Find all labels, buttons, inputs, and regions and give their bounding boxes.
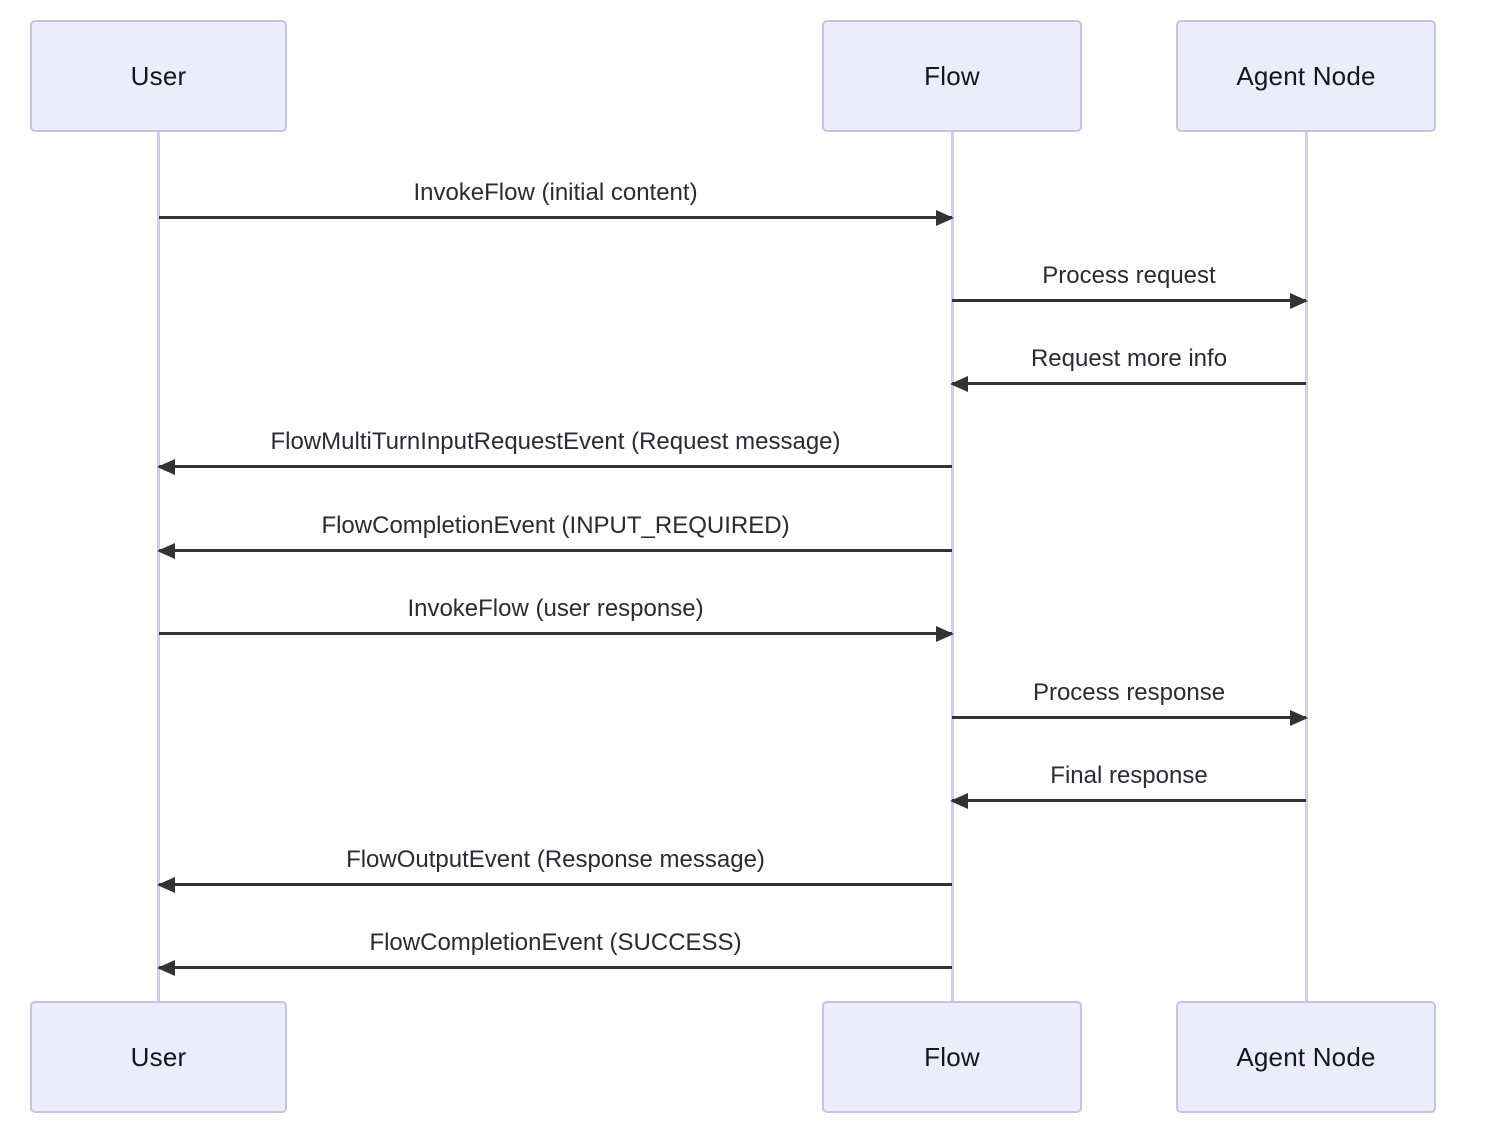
arrow-left-icon [952,799,1306,802]
actor-box-user-bottom: User [30,1001,287,1113]
message-label: FlowCompletionEvent (INPUT_REQUIRED) [321,512,790,539]
lifeline-user [157,132,160,1001]
message-label: Process request [1042,262,1216,289]
actor-box-flow-bottom: Flow [822,1001,1082,1113]
message-invokeflow-user-response: InvokeFlow (user response) [159,594,952,635]
arrow-left-icon [952,382,1306,385]
actor-label-flow: Flow [924,1041,980,1072]
message-completion-success: FlowCompletionEvent (SUCCESS) [159,928,952,969]
arrow-left-icon [159,966,952,969]
arrow-left-icon [159,465,952,468]
actor-label-agent: Agent Node [1236,1041,1376,1072]
arrow-right-icon [952,299,1306,302]
message-label: InvokeFlow (user response) [407,595,704,622]
actor-box-user-top: User [30,20,287,132]
message-label: Process response [1032,679,1226,706]
arrow-right-icon [952,716,1306,719]
arrow-right-icon [159,216,952,219]
lifeline-flow [951,132,954,1001]
message-label: Final response [1050,762,1208,789]
message-flow-output-event: FlowOutputEvent (Response message) [159,845,952,886]
actor-box-flow-top: Flow [822,20,1082,132]
arrow-left-icon [159,883,952,886]
message-process-response: Process response [952,678,1306,719]
arrow-left-icon [159,549,952,552]
actor-box-agent-bottom: Agent Node [1176,1001,1436,1113]
message-label: Request more info [1030,345,1228,372]
actor-box-agent-top: Agent Node [1176,20,1436,132]
actor-label-user: User [130,1041,187,1072]
message-final-response: Final response [952,761,1306,802]
message-label: FlowOutputEvent (Response message) [346,846,765,873]
message-multiturn-input-request: FlowMultiTurnInputRequestEvent (Request … [159,427,952,468]
message-process-request: Process request [952,261,1306,302]
message-label: InvokeFlow (initial content) [413,179,698,206]
message-request-more-info: Request more info [952,344,1306,385]
message-label: FlowCompletionEvent (SUCCESS) [369,929,742,956]
actor-label-flow: Flow [924,60,980,91]
message-invokeflow-initial: InvokeFlow (initial content) [159,178,952,219]
lifeline-agent [1305,132,1308,1001]
arrow-right-icon [159,632,952,635]
actor-label-agent: Agent Node [1236,60,1376,91]
message-completion-input-required: FlowCompletionEvent (INPUT_REQUIRED) [159,511,952,552]
actor-label-user: User [130,60,187,91]
message-label: FlowMultiTurnInputRequestEvent (Request … [270,428,841,455]
